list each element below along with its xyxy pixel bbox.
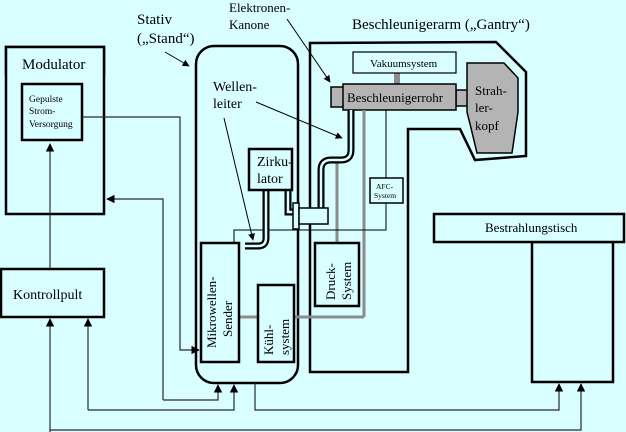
accelerator-tube-label: Beschleunigerrohr xyxy=(347,90,444,105)
control-console: Kontrollpult xyxy=(0,267,106,319)
signal-connections xyxy=(45,116,586,432)
vacuum-system-label: Vakuumsystem xyxy=(370,58,438,70)
waveguide-label-1: Wellen- xyxy=(213,80,257,95)
modulator-label: Modulator xyxy=(22,57,85,73)
afc-system-label-1: AFC- xyxy=(376,182,394,191)
microwave-transmitter-label-1: Mikrowellen- xyxy=(204,277,219,348)
electron-gun-label-1: Elektronen- xyxy=(229,0,290,15)
circulator-label-1: Zirku- xyxy=(257,155,293,170)
circulator-label-2: lator xyxy=(257,172,283,187)
power-supply-label-3: Versorgung xyxy=(29,120,73,130)
afc-system: AFC- System xyxy=(369,177,404,204)
treatment-head-label-1: Strah- xyxy=(475,83,507,98)
electron-gun xyxy=(330,86,345,108)
gantry-label: Beschleunigerarm („Gantry“) xyxy=(352,17,530,33)
treatment-head-label-3: kopf xyxy=(475,118,500,133)
coolant-lines xyxy=(238,110,366,319)
control-console-label: Kontrollpult xyxy=(13,288,82,303)
cooling-system: Kühl- system xyxy=(256,283,296,364)
treatment-table: Bestrahlungstisch xyxy=(432,212,626,384)
vacuum-system: Vakuumsystem xyxy=(352,51,457,84)
pressure-system-label-1: Druck- xyxy=(323,263,338,300)
microwave-transmitter-label-2: Sender xyxy=(220,300,235,337)
cooling-system-label-2: system xyxy=(277,319,292,355)
accelerator-tube: Beschleunigerrohr xyxy=(330,83,469,111)
circulator: Zirku- lator xyxy=(247,147,294,192)
stand-label-1: Stativ xyxy=(137,12,173,28)
waveguide-coupler-flange xyxy=(292,202,300,230)
treatment-head: Strah- ler- kopf xyxy=(466,62,519,154)
microwave-transmitter: Mikrowellen- Sender xyxy=(199,241,241,364)
afc-system-label-2: System xyxy=(374,191,396,200)
electron-gun-label-2: Kanone xyxy=(229,17,270,32)
waveguide-pointer-arrow-2 xyxy=(223,117,255,241)
waveguide xyxy=(245,110,355,250)
stand-pointer-arrow xyxy=(164,51,190,67)
pulsed-power-supply: Gepulste Strom- Versorgung xyxy=(20,82,84,142)
power-supply-label-1: Gepulste xyxy=(29,95,63,105)
stand-label-2: („Stand“) xyxy=(137,31,194,47)
pressure-system: Druck- System xyxy=(313,241,361,308)
waveguide-coupler xyxy=(298,207,329,225)
treatment-table-label: Bestrahlungstisch xyxy=(485,220,578,235)
pressure-system-label-2: System xyxy=(339,262,354,300)
waveguide-pointer-arrow-1 xyxy=(255,101,343,139)
power-supply-label-2: Strom- xyxy=(29,107,55,117)
cooling-system-label-1: Kühl- xyxy=(261,325,276,355)
treatment-head-label-2: ler- xyxy=(475,100,493,115)
waveguide-label-2: leiter xyxy=(213,97,242,112)
electron-gun-pointer-arrow xyxy=(286,18,331,83)
